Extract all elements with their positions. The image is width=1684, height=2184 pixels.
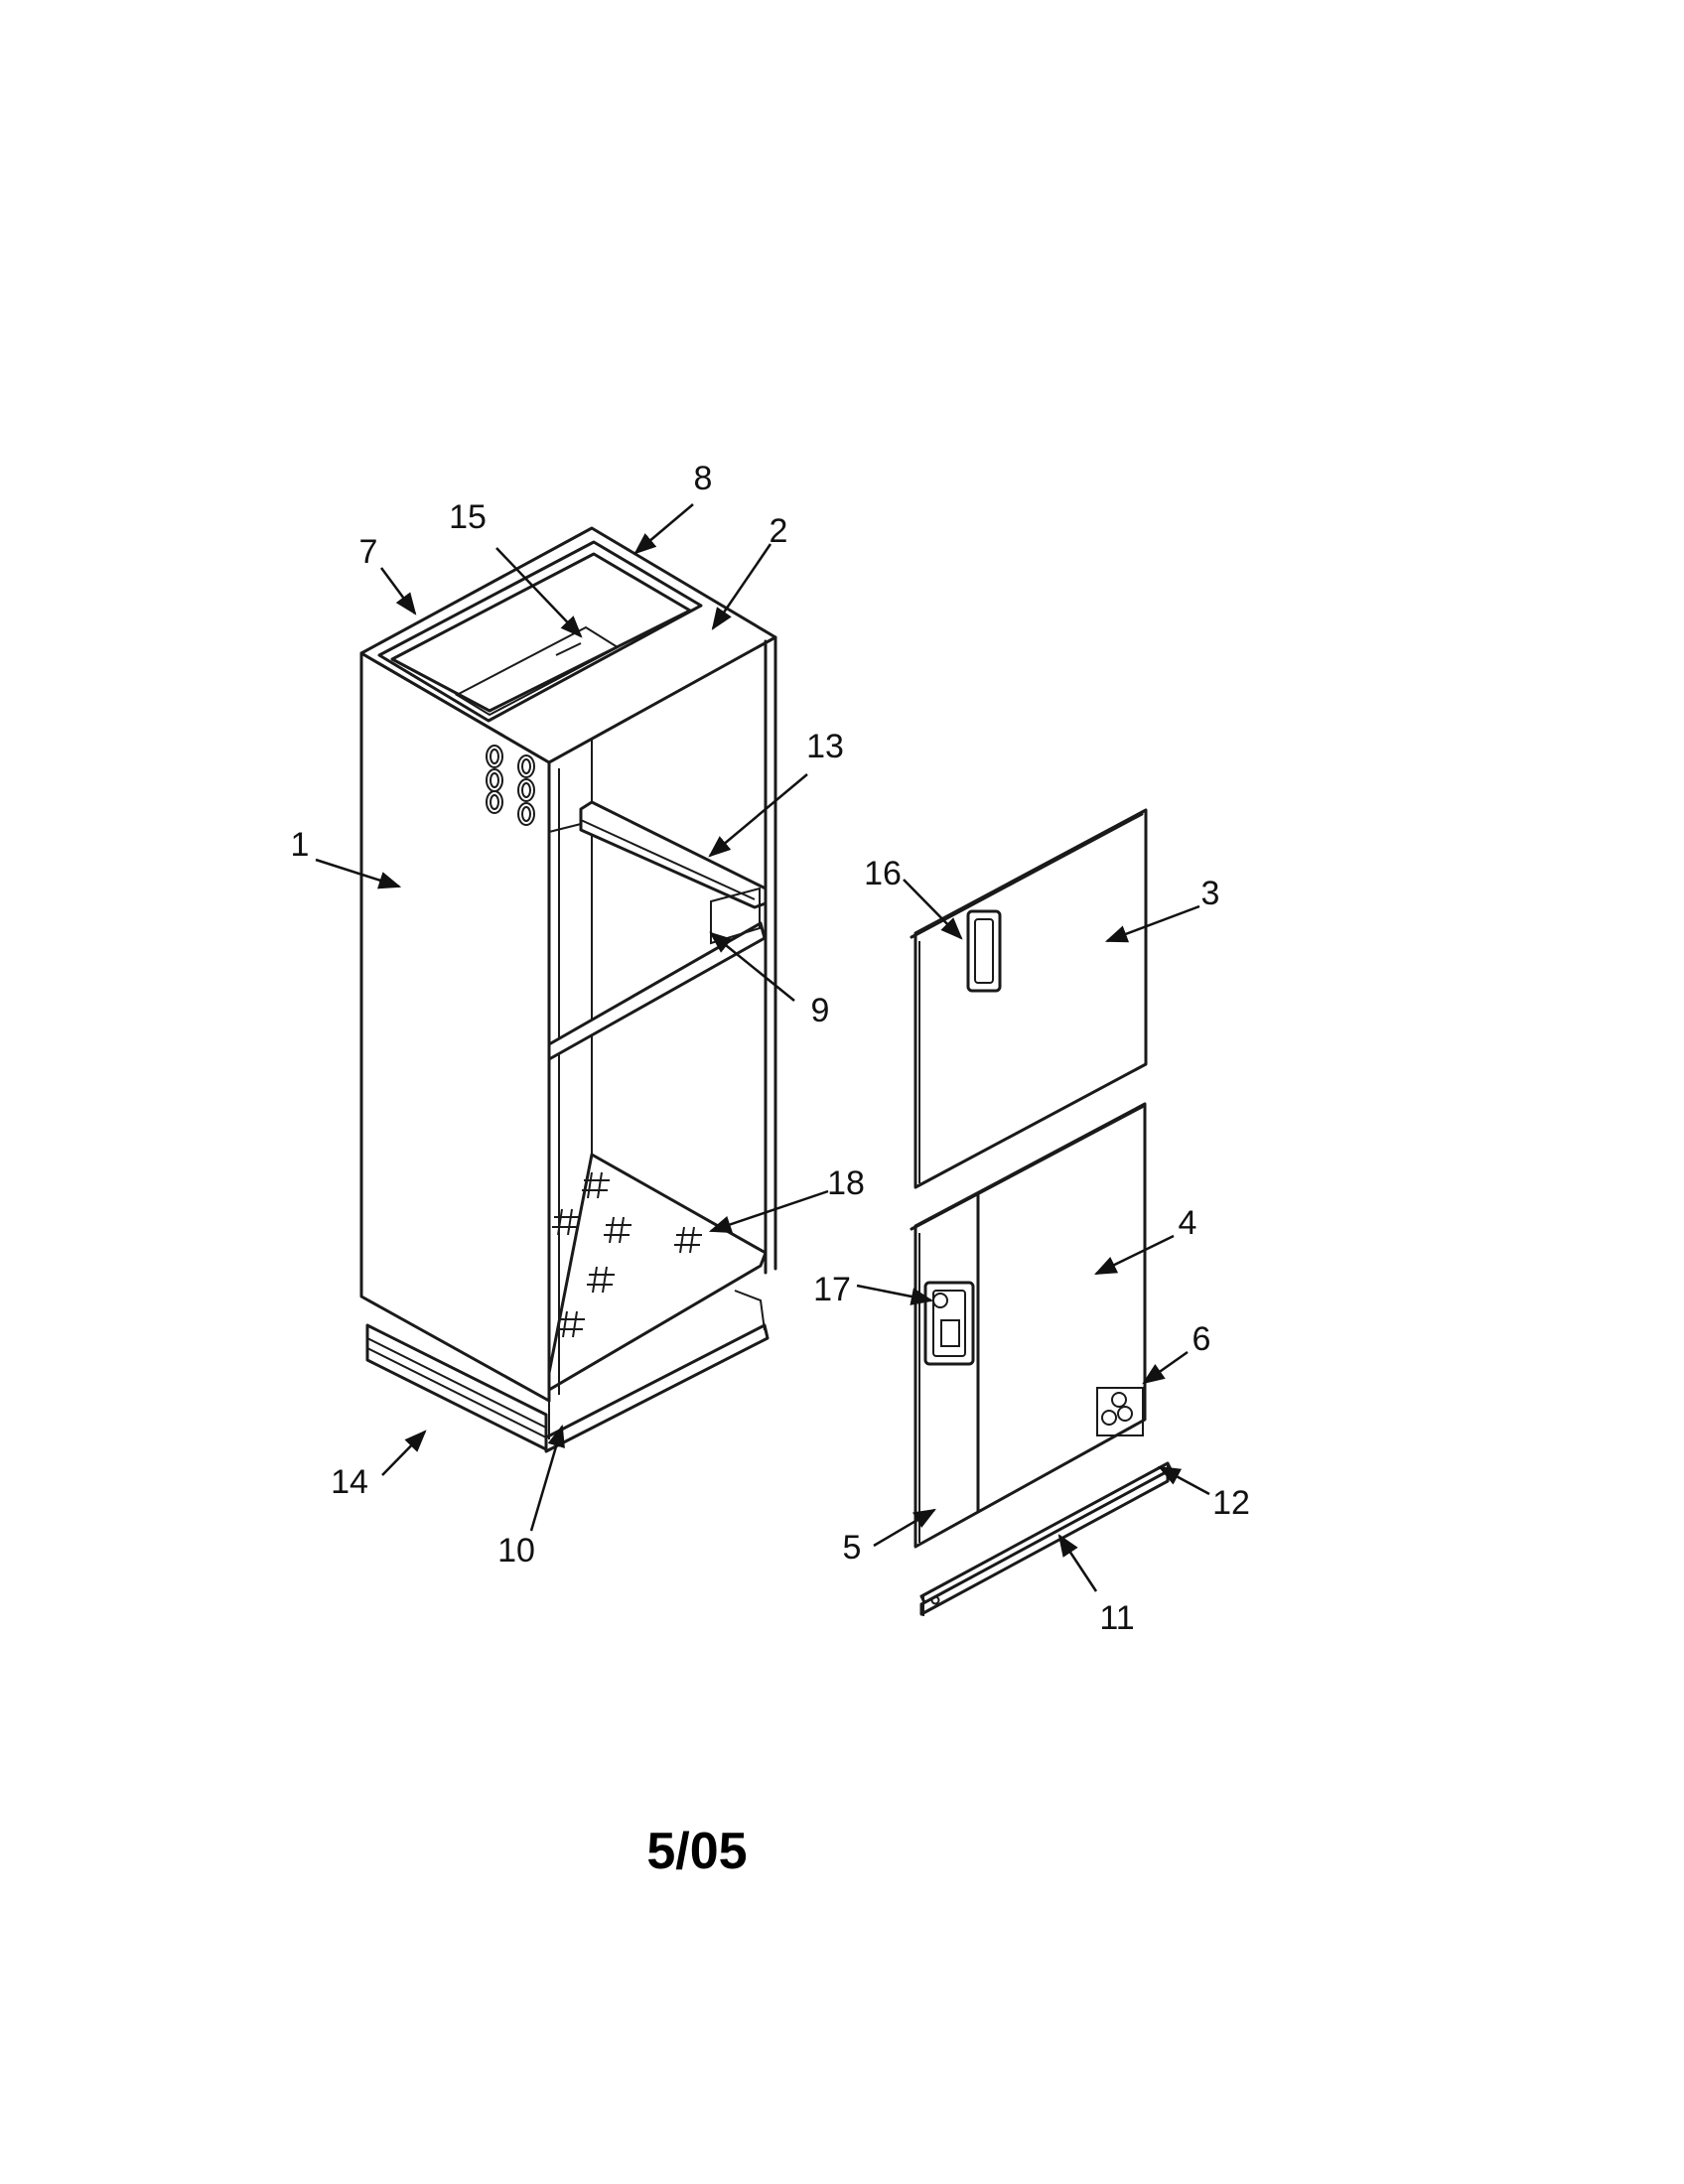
- cabinet-bottom-pan: [547, 1153, 768, 1392]
- top-flange-opening: [377, 540, 703, 723]
- cabinet-side-panel: [359, 651, 551, 1403]
- callout-14: 14: [331, 1463, 368, 1501]
- callout-12: 12: [1212, 1484, 1250, 1522]
- callout-18: 18: [827, 1164, 865, 1202]
- callout-3: 3: [1201, 875, 1220, 912]
- callout-2: 2: [770, 512, 788, 550]
- callout-17: 17: [813, 1271, 851, 1308]
- callout-6: 6: [1193, 1320, 1211, 1358]
- cabinet-upper-rail: [579, 800, 768, 909]
- callout-13: 13: [806, 728, 844, 765]
- callout-4: 4: [1179, 1204, 1197, 1242]
- date-code: 5/05: [646, 1823, 747, 1880]
- callout-leaders: [315, 503, 1210, 1592]
- callout-5: 5: [843, 1529, 862, 1567]
- cabinet-assembly: [359, 526, 777, 1453]
- callout-7: 7: [359, 533, 378, 571]
- lower-door-latch: [923, 1281, 975, 1366]
- callout-16: 16: [864, 855, 902, 892]
- bottom-pan-marks: [552, 1171, 702, 1338]
- cabinet-brace-rail: [547, 921, 767, 1061]
- upper-door-handle: [966, 909, 1002, 993]
- callout-1: 1: [291, 826, 310, 864]
- side-knockout-holes: [486, 745, 535, 826]
- callout-labels: 1 2 3 4 5 6 7 8 9 10 11 12 13 14 15 16 1…: [291, 460, 1250, 1637]
- top-slot: [454, 625, 621, 717]
- base-rail-front: [544, 1323, 770, 1453]
- callout-9: 9: [811, 992, 830, 1029]
- upper-door-panel: [910, 808, 1148, 1189]
- lower-door-knockouts: [1096, 1387, 1144, 1436]
- lower-door-panel: [910, 1102, 1147, 1549]
- callout-10: 10: [497, 1532, 535, 1570]
- callout-8: 8: [694, 460, 713, 497]
- top-inner-opening: [390, 552, 692, 713]
- callout-11: 11: [1099, 1599, 1134, 1637]
- callout-15: 15: [449, 498, 487, 536]
